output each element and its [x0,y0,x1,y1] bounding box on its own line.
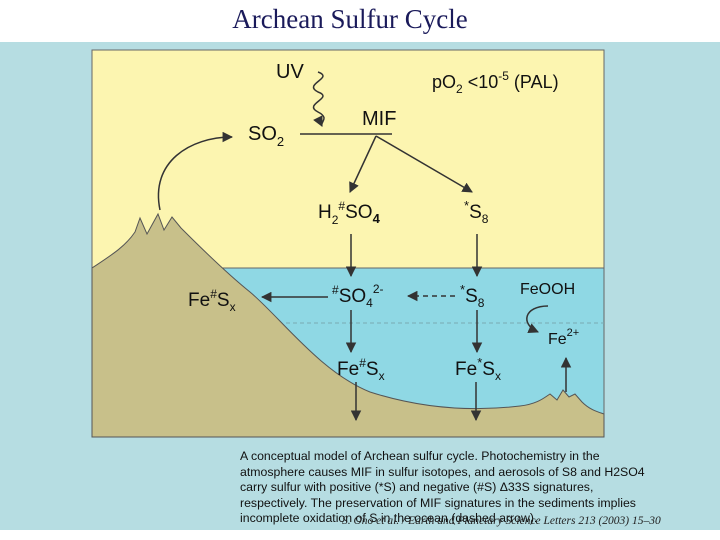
po2-label: pO2 <10-5 (PAL) [432,69,559,96]
uv-squiggle-arrow [312,71,325,127]
fesx-right-label: Fe*Sx [455,355,501,383]
citation: S. Ono et al. / Earth and Planetary Scie… [342,515,661,527]
fe2-label: Fe2+ [548,327,579,348]
fesx-left-label: Fe#Sx [188,287,236,314]
h2so4-label: H2#SO4 [318,199,381,227]
uv-label: UV [276,61,304,83]
sulfur-cycle-diagram: UV pO2 <10-5 (PAL) MIF SO2 H2#SO4 *S8 Fe… [91,49,605,438]
volcanic-emission-arrow [157,131,234,211]
mif-to-h2so4-arrow [349,135,377,193]
feooh-label: FeOOH [520,281,575,298]
s8-atmos-label: *S8 [464,198,489,226]
mif-label: MIF [362,108,396,130]
feooh-arrow [526,305,549,333]
s8-ocean-label: *S8 [460,282,485,310]
figure-panel: UV pO2 <10-5 (PAL) MIF SO2 H2#SO4 *S8 Fe… [0,42,720,530]
so2-label: SO2 [248,123,284,149]
land-seafloor [91,212,605,438]
page-title: Archean Sulfur Cycle [232,4,468,34]
mif-to-s8-arrow [375,135,473,193]
figure-caption: A conceptual model of Archean sulfur cyc… [240,449,645,526]
so4-ocean-label: #SO42- [332,282,384,310]
fesx-bottom-label: Fe#Sx [337,356,385,383]
